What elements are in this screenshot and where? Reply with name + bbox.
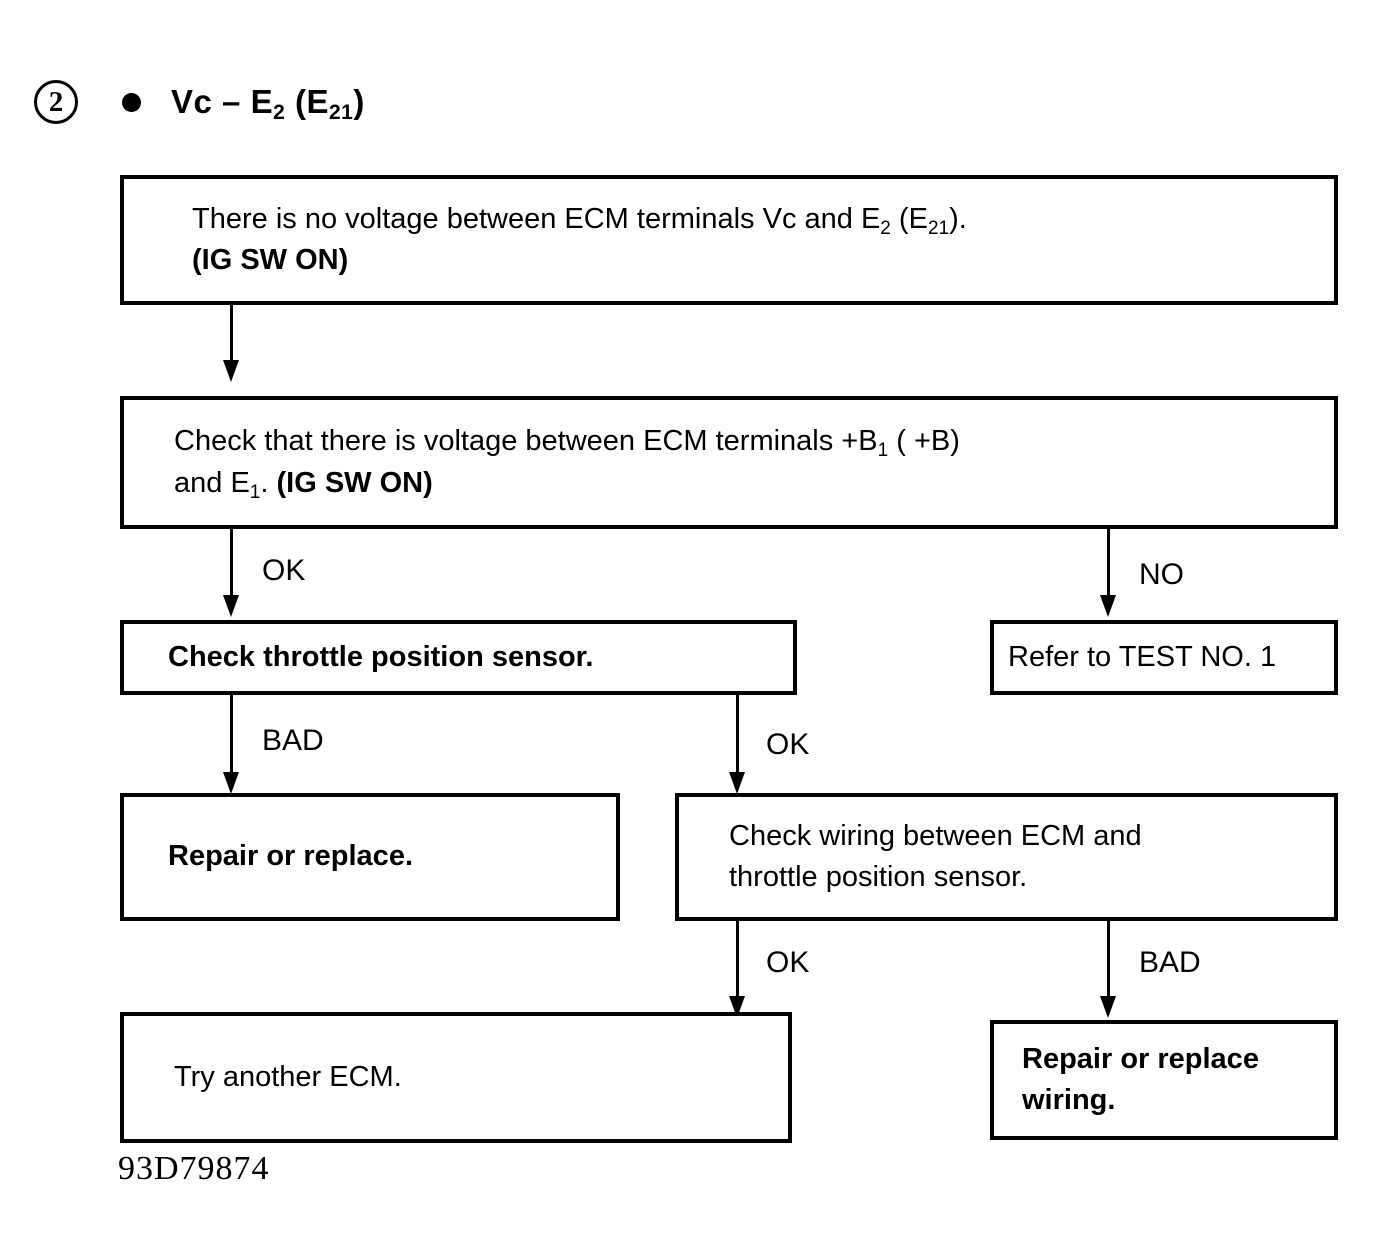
box-refer-test-text: Refer to TEST NO. 1	[1008, 640, 1277, 673]
box-check-voltage-line1-text: Check that there is voltage between ECM …	[174, 425, 878, 458]
connector-ok-wiring-arrow	[729, 772, 745, 794]
box-check-voltage-line1-tail: ( +B)	[888, 425, 960, 458]
box-no-voltage-tail: (E	[890, 202, 928, 235]
title-vc: Vc	[171, 83, 213, 120]
title-e2-subscript: 2	[273, 101, 286, 124]
step-number-circle: 2	[34, 80, 78, 124]
connector-box1-box2-arrow	[223, 360, 239, 382]
connector-ok-tps-arrow	[223, 595, 239, 617]
box-check-voltage: Check that there is voltage between ECM …	[120, 396, 1338, 529]
figure-reference-code: 93D79874	[118, 1150, 270, 1187]
box-no-voltage-line2: (IG SW ON)	[192, 244, 349, 276]
title-paren-close: )	[353, 83, 365, 120]
edge-label-bad-wiring: BAD	[1139, 946, 1201, 979]
box-repair-replace-text: Repair or replace.	[168, 840, 413, 873]
edge-label-bad-repair: BAD	[262, 724, 324, 757]
box-repair-wiring: Repair or replace wiring.	[990, 1020, 1338, 1140]
edge-label-no-test: NO	[1139, 558, 1184, 591]
box-check-voltage-line1: Check that there is voltage between ECM …	[124, 421, 1334, 462]
box-repair-replace: Repair or replace.	[120, 793, 620, 921]
box-try-ecm: Try another ECM.	[120, 1012, 792, 1143]
title-dash: –	[222, 83, 241, 120]
connector-no-test-line	[1107, 529, 1110, 599]
box-no-voltage-end: ).	[949, 202, 967, 235]
connector-bad-wiring-arrow	[1100, 996, 1116, 1018]
box-check-wiring-line2: throttle position sensor.	[729, 861, 1028, 893]
box-check-voltage-line2: and E1. (IG SW ON)	[124, 463, 1334, 504]
bullet-point-icon	[122, 92, 141, 112]
box-check-voltage-line2-period: .	[260, 466, 269, 499]
box-check-voltage-line2-text: and E	[174, 466, 250, 499]
box-no-voltage-line1: There is no voltage between ECM terminal…	[124, 199, 1334, 240]
box-check-wiring: Check wiring between ECM and throttle po…	[675, 793, 1338, 921]
page-title: Vc – E2 (E21)	[171, 83, 365, 124]
connector-no-test-arrow	[1100, 595, 1116, 617]
box-check-voltage-sub-e1: 1	[249, 481, 261, 503]
connector-bad-wiring-line	[1107, 921, 1110, 1006]
section-header: 2 Vc – E2 (E21)	[34, 80, 365, 124]
box-no-voltage-line1-text: There is no voltage between ECM terminal…	[192, 202, 881, 235]
box-no-voltage: There is no voltage between ECM terminal…	[120, 175, 1338, 305]
title-paren-open: (E	[294, 83, 329, 120]
box-no-voltage-sub-e2: 2	[880, 217, 891, 239]
box-check-tps: Check throttle position sensor.	[120, 620, 797, 695]
step-number-label: 2	[48, 85, 64, 118]
edge-label-ok-wiring: OK	[766, 728, 810, 761]
connector-ok-ecm-line	[736, 921, 739, 1006]
box-check-voltage-ig-sw: (IG SW ON)	[276, 466, 433, 499]
edge-label-ok-tps: OK	[262, 554, 306, 587]
title-e2: E	[250, 83, 274, 120]
box-repair-wiring-line2: wiring.	[1022, 1084, 1116, 1116]
box-check-voltage-sub-b1: 1	[877, 440, 889, 462]
connector-bad-repair-arrow	[223, 772, 239, 794]
connector-bad-repair-line	[230, 695, 233, 781]
box-check-wiring-line1: Check wiring between ECM and	[729, 819, 1142, 852]
box-check-tps-text: Check throttle position sensor.	[168, 640, 594, 673]
connector-ok-wiring-line	[736, 695, 739, 781]
edge-label-ok-ecm: OK	[766, 946, 810, 979]
box-try-ecm-text: Try another ECM.	[174, 1060, 402, 1093]
box-no-voltage-sub-e21: 21	[927, 217, 950, 239]
box-repair-wiring-line1: Repair or replace	[1022, 1042, 1259, 1075]
box-refer-test: Refer to TEST NO. 1	[990, 620, 1338, 695]
title-e21-subscript: 21	[328, 101, 354, 124]
connector-box1-box2-line	[230, 305, 233, 365]
connector-ok-tps-line	[230, 529, 233, 599]
